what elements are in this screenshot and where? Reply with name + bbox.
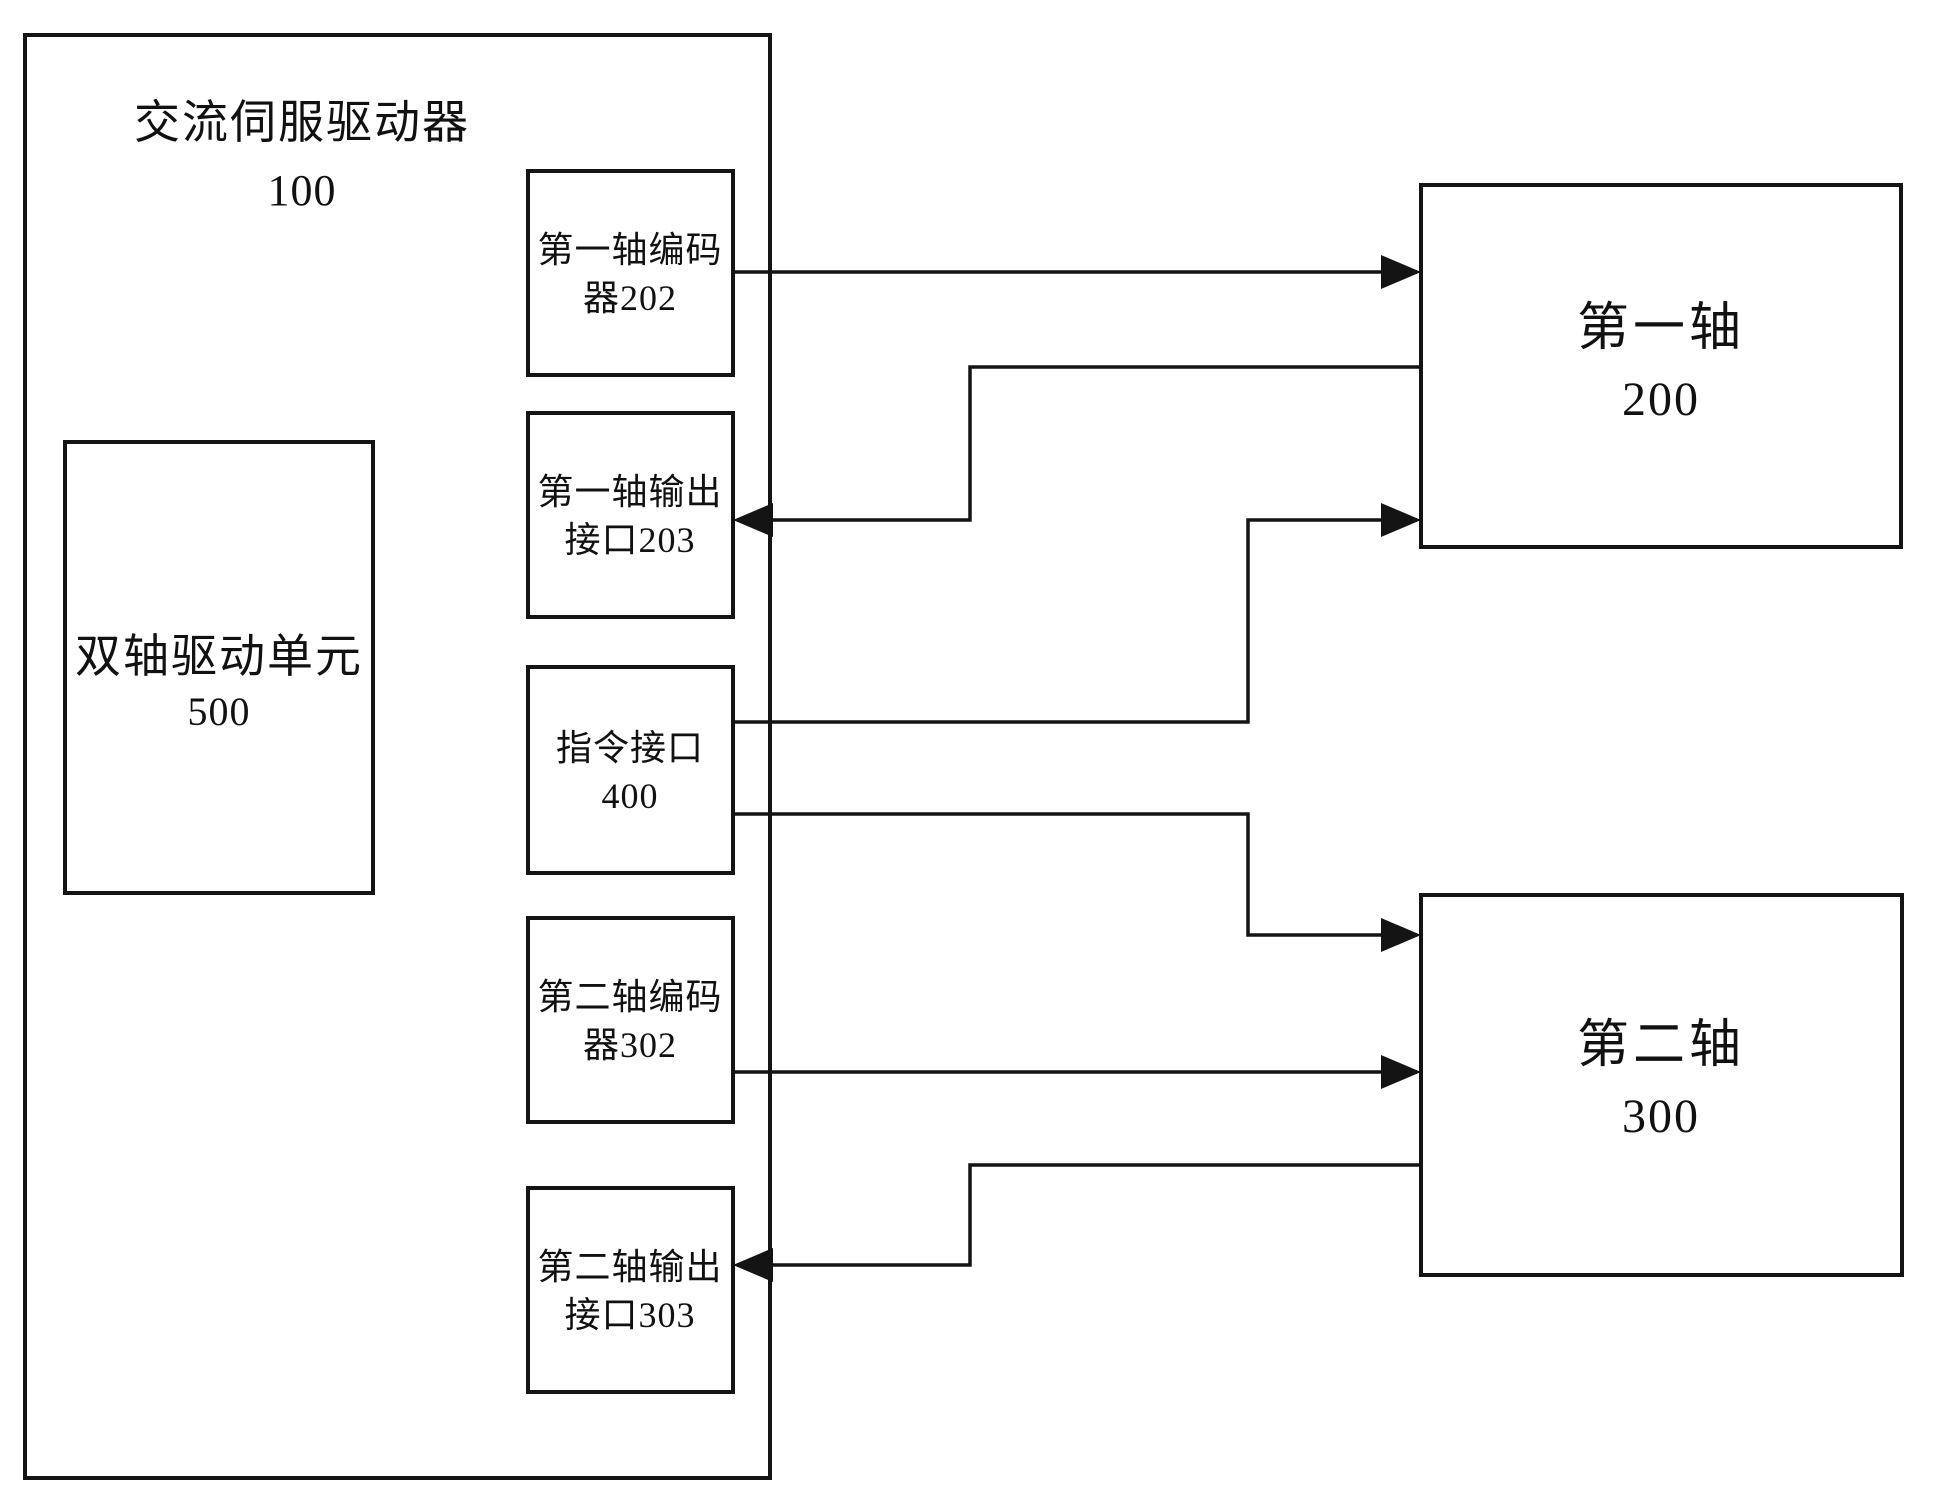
command-interface-label-line2: 400	[602, 776, 659, 816]
second-axis-encoder-label-line1: 第二轴编码	[537, 977, 722, 1017]
first-axis-output-interface-label-line2: 接口203	[564, 520, 695, 560]
second-axis-output-interface-label-line2: 接口303	[564, 1295, 695, 1335]
dual-axis-drive-unit-label: 双轴驱动单元	[75, 631, 363, 682]
arrow-axis1-to-output1-line	[737, 365, 1421, 522]
first-axis-label: 第一轴	[1577, 300, 1745, 357]
arrow-axis1-to-output1	[733, 365, 1421, 537]
command-interface-label-line1: 指令接口	[556, 728, 704, 768]
first-axis-id: 200	[1622, 373, 1700, 426]
arrow-axis2-to-output2	[733, 1163, 1421, 1282]
command-interface-box	[526, 665, 735, 875]
second-axis-output-interface-label-line1: 第二轴输出	[537, 1247, 722, 1287]
arrowhead-right-into-axis1-bottom	[1381, 503, 1421, 537]
first-axis-encoder-box	[526, 169, 735, 377]
arrow-encoder2-to-axis2	[733, 1055, 1421, 1089]
arrowhead-right-into-axis1-top	[1381, 255, 1421, 289]
second-axis-encoder-box	[526, 916, 735, 1124]
arrowhead-left-into-output1	[733, 503, 773, 537]
servo-driver-box	[23, 33, 772, 1480]
arrow-command-to-axis1-line	[733, 518, 1417, 724]
arrow-command-to-axis2	[733, 812, 1421, 952]
arrowhead-right-into-axis2-middle	[1381, 1055, 1421, 1089]
dual-axis-drive-unit-id: 500	[188, 689, 251, 734]
second-axis-label: 第二轴	[1577, 1017, 1745, 1074]
first-axis-output-interface-label-line1: 第一轴输出	[537, 472, 722, 512]
second-axis-output-interface-box	[526, 1186, 735, 1394]
first-axis-output-interface-box	[526, 411, 735, 619]
second-axis-encoder-label-line2: 器302	[583, 1025, 677, 1065]
first-axis-encoder-label-line2: 器202	[583, 278, 677, 318]
arrowhead-left-into-output2	[733, 1248, 773, 1282]
arrow-command-to-axis2-line	[733, 812, 1417, 937]
dual-axis-drive-unit-box	[63, 440, 375, 895]
arrowhead-right-into-axis2-top	[1381, 918, 1421, 952]
second-axis-id: 300	[1622, 1090, 1700, 1143]
arrow-axis2-to-output2-line	[737, 1163, 1421, 1267]
servo-driver-id: 100	[268, 166, 337, 215]
arrow-command-to-axis1	[733, 503, 1421, 724]
second-axis-box	[1419, 893, 1904, 1277]
arrow-encoder1-to-axis1	[733, 255, 1421, 289]
first-axis-box	[1419, 183, 1903, 549]
first-axis-encoder-label-line1: 第一轴编码	[537, 230, 722, 270]
servo-driver-title: 交流伺服驱动器	[134, 97, 470, 148]
